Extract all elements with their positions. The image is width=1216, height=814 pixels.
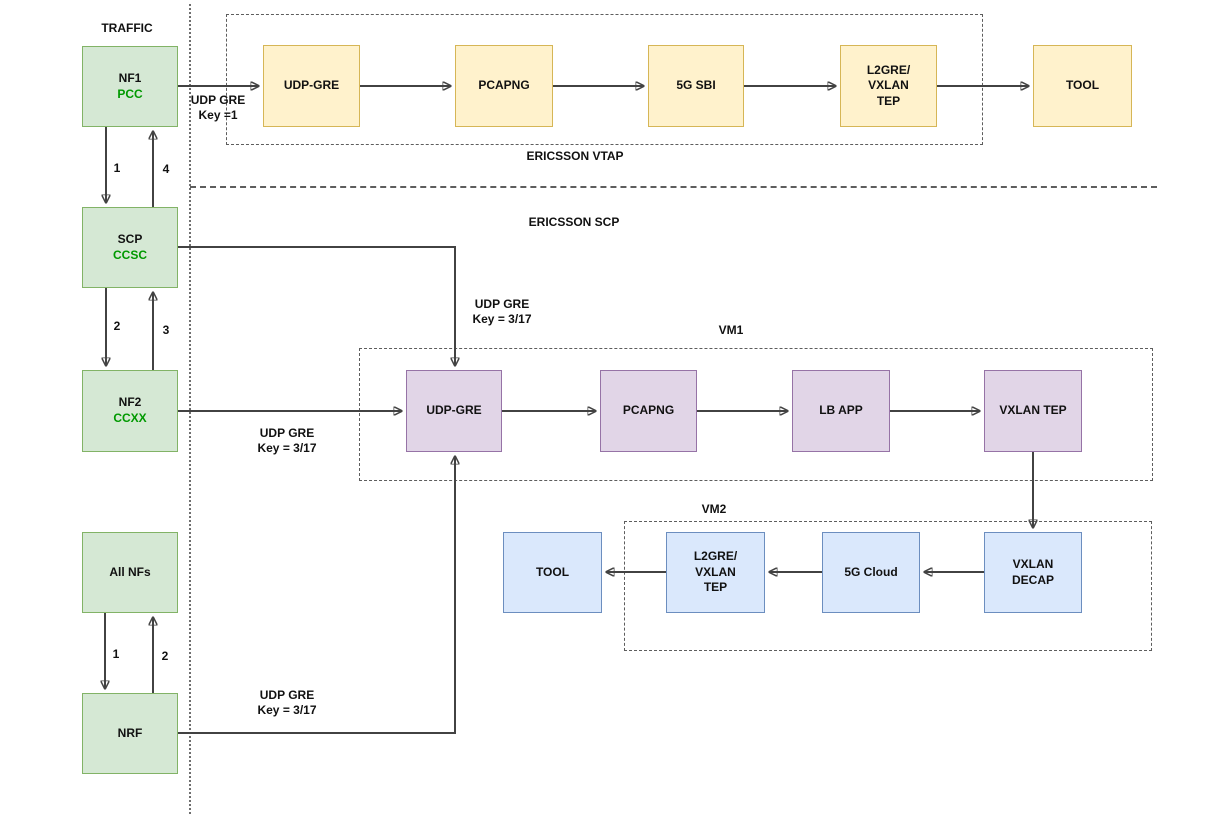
node-nf1-subtitle: PCC: [117, 86, 143, 101]
node-vm2-vxlan-decap-title: VXLAN DECAP: [1011, 556, 1054, 587]
node-scp: SCP CCSC: [82, 207, 178, 288]
node-vtap-5g-sbi-title: 5G SBI: [676, 78, 716, 93]
node-vm2-5g-cloud-title: 5G Cloud: [844, 564, 898, 579]
edge-label-nf1-udpgre-key1: UDP GRE Key =1: [190, 93, 246, 122]
region-label-vm1: VM1: [718, 323, 744, 337]
region-label-ericsson-vtap: ERICSSON VTAP: [526, 149, 624, 163]
node-vm1-pcapng: PCAPNG: [600, 370, 697, 452]
seq-label-allnfs-nrf-down: 1: [112, 647, 120, 661]
node-vm2-vxlan-decap: VXLAN DECAP: [984, 532, 1082, 613]
region-vm2: [624, 521, 1152, 651]
node-vtap-5g-sbi: 5G SBI: [648, 45, 744, 127]
node-vm1-lb-app-title: LB APP: [819, 403, 863, 418]
edge-scp-to-vm1-udpgre: [178, 246, 455, 365]
node-vm1-udp-gre: UDP-GRE: [406, 370, 502, 452]
node-vm2-tool-title: TOOL: [535, 564, 570, 579]
node-vtap-udp-gre-title: UDP-GRE: [283, 78, 340, 93]
node-vm2-l2gre-vxlan-tep-title: L2GRE/ VXLAN TEP: [693, 549, 738, 595]
node-vm1-pcapng-title: PCAPNG: [622, 403, 675, 418]
node-scp-subtitle: CCSC: [112, 247, 147, 262]
node-vtap-pcapng-title: PCAPNG: [478, 78, 530, 93]
node-all-nfs-title: All NFs: [109, 564, 151, 579]
node-vm1-udp-gre-title: UDP-GRE: [426, 403, 482, 418]
node-nf2: NF2 CCXX: [82, 370, 178, 452]
seq-label-scp-nf1-up: 4: [162, 162, 170, 176]
node-vm2-tool: TOOL: [503, 532, 602, 613]
seq-label-nf1-scp-down: 1: [113, 161, 121, 175]
node-nf2-subtitle: CCXX: [113, 411, 147, 425]
node-nf1-title: NF1: [118, 70, 142, 85]
edge-label-scp-udpgre-key317: UDP GRE Key = 3/17: [472, 297, 532, 326]
node-vm1-vxlan-tep-title: VXLAN TEP: [999, 403, 1067, 418]
vertical-dashed-separator: [189, 4, 191, 814]
node-vtap-l2gre-vxlan-tep-title: L2GRE/ VXLAN TEP: [866, 62, 911, 108]
region-label-vm2: VM2: [701, 502, 727, 516]
node-scp-title: SCP: [117, 231, 143, 246]
node-vm2-5g-cloud: 5G Cloud: [822, 532, 920, 613]
horizontal-dashed-separator: [190, 186, 1157, 188]
node-vm1-lb-app: LB APP: [792, 370, 890, 452]
edge-nrf-to-vm1-udpgre: [178, 457, 455, 734]
edge-label-nf2-udpgre-key317: UDP GRE Key = 3/17: [257, 426, 317, 455]
seq-label-nrf-allnfs-up: 2: [161, 649, 169, 663]
region-label-ericsson-scp: ERICSSON SCP: [528, 215, 620, 229]
node-vm2-l2gre-vxlan-tep: L2GRE/ VXLAN TEP: [666, 532, 765, 613]
node-nf1: NF1 PCC: [82, 46, 178, 127]
node-vtap-udp-gre: UDP-GRE: [263, 45, 360, 127]
node-nrf-title: NRF: [117, 725, 143, 740]
node-all-nfs: All NFs: [82, 532, 178, 613]
node-nf2-title: NF2: [118, 395, 142, 410]
region-vm1: [359, 348, 1153, 481]
node-vtap-pcapng: PCAPNG: [455, 45, 553, 127]
traffic-label: TRAFFIC: [101, 21, 153, 35]
node-nrf: NRF: [82, 693, 178, 774]
seq-label-scp-nf2-down: 2: [113, 319, 121, 333]
node-vtap-tool-title: TOOL: [1065, 78, 1100, 93]
node-vtap-l2gre-vxlan-tep: L2GRE/ VXLAN TEP: [840, 45, 937, 127]
seq-label-nf2-scp-up: 3: [162, 323, 170, 337]
node-vm1-vxlan-tep: VXLAN TEP: [984, 370, 1082, 452]
node-vtap-tool: TOOL: [1033, 45, 1132, 127]
region-ericsson-vtap: [226, 14, 983, 145]
edge-label-nrf-udpgre-key317: UDP GRE Key = 3/17: [257, 688, 317, 717]
